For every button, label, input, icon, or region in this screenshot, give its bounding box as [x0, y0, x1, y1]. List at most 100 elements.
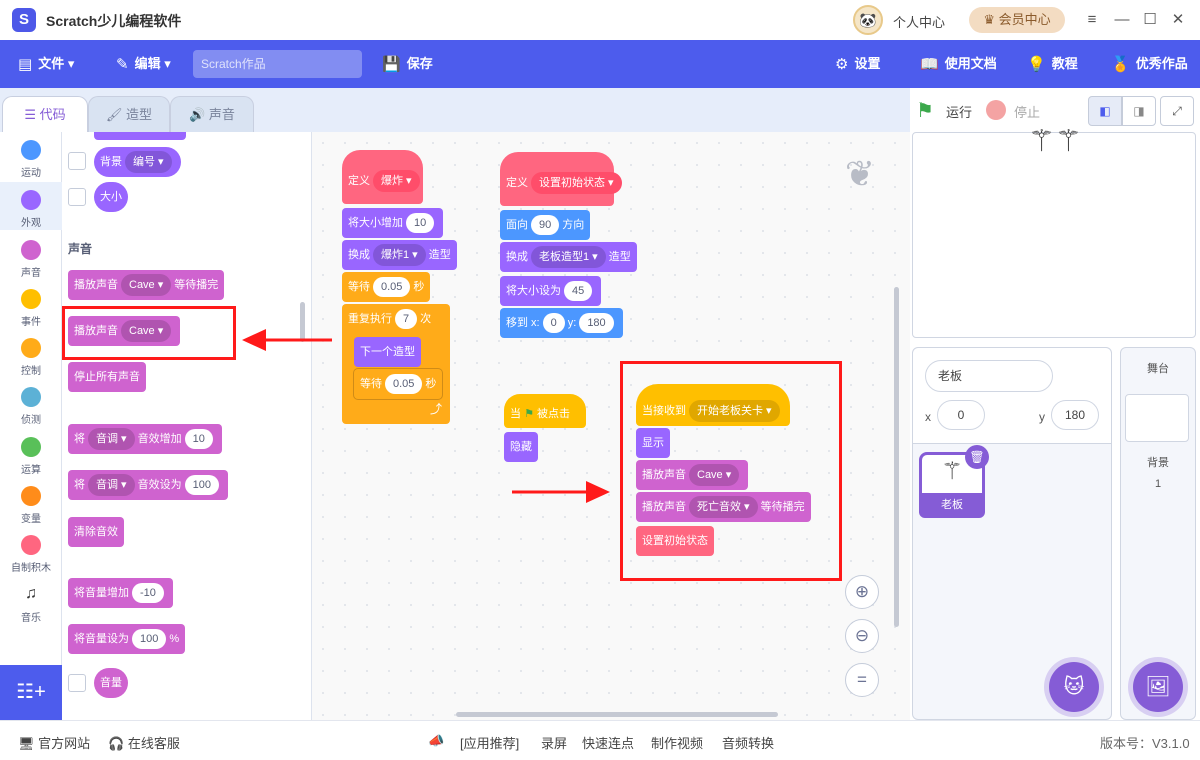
tab-costumes[interactable]: 🖌 造型: [88, 96, 170, 132]
palette-stop-all-sounds[interactable]: 停止所有声音: [68, 362, 146, 392]
volume-checkbox[interactable]: [68, 674, 86, 692]
delete-sprite-icon[interactable]: 🗑: [965, 445, 989, 469]
category-operators[interactable]: 运算: [0, 429, 62, 477]
rec-audio-convert[interactable]: 音频转换: [722, 736, 775, 751]
x-input[interactable]: 0: [542, 313, 565, 334]
vip-center-button[interactable]: ♛ 会员中心: [969, 7, 1065, 33]
stage-thumbnail[interactable]: [1125, 394, 1189, 442]
workspace-vertical-scrollbar[interactable]: [894, 287, 899, 627]
maximize-icon[interactable]: ☐: [1143, 11, 1157, 28]
sprite-x-input[interactable]: 0: [937, 400, 985, 430]
palette-clear-effects[interactable]: 清除音效: [68, 517, 124, 547]
call-init-block[interactable]: 设置初始状态: [636, 526, 714, 556]
size-checkbox[interactable]: [68, 188, 86, 206]
y-input[interactable]: 180: [579, 313, 614, 334]
stop-icon[interactable]: [986, 100, 1006, 120]
size-value-input[interactable]: 10: [406, 213, 435, 234]
costume-dropdown[interactable]: 老板造型1: [531, 246, 606, 269]
effect-dropdown[interactable]: 音调: [88, 474, 135, 497]
size-value-input[interactable]: 45: [564, 281, 593, 302]
user-center-link[interactable]: 个人中心: [893, 15, 946, 30]
rec-auto-clicker[interactable]: 快速连点: [582, 736, 635, 751]
message-dropdown[interactable]: 开始老板关卡: [689, 400, 780, 423]
category-music[interactable]: ♫音乐: [21, 585, 41, 624]
effect-value-input[interactable]: 10: [184, 429, 213, 450]
file-menu[interactable]: ▤文件 ▾: [18, 40, 74, 88]
volume-value-input[interactable]: -10: [132, 583, 164, 604]
large-stage-button[interactable]: ◨: [1122, 96, 1156, 126]
edit-menu[interactable]: ✎编辑 ▾: [116, 40, 171, 88]
stage-canvas[interactable]: ⚚⚚: [912, 127, 1196, 338]
direction-input[interactable]: 90: [531, 215, 560, 236]
next-costume-block[interactable]: 下一个造型: [354, 337, 421, 367]
close-icon[interactable]: ✕: [1171, 11, 1185, 28]
wait-value-input[interactable]: 0.05: [373, 277, 411, 298]
palette-backdrop-reporter[interactable]: 背景编号: [94, 147, 181, 177]
sound-dropdown[interactable]: Cave: [121, 320, 172, 343]
effect-dropdown[interactable]: 音调: [88, 428, 135, 451]
palette-size-reporter[interactable]: 大小: [94, 182, 128, 212]
category-events[interactable]: 事件: [0, 281, 62, 329]
repeat-count-input[interactable]: 7: [395, 309, 418, 330]
play-sound-until-done-block[interactable]: 播放声音死亡音效等待播完: [636, 492, 811, 522]
fullscreen-button[interactable]: ⤢: [1160, 96, 1194, 126]
sprite-y-input[interactable]: 180: [1051, 400, 1099, 430]
show-block[interactable]: 显示: [636, 428, 670, 458]
zoom-in-button[interactable]: ⊕: [845, 575, 879, 609]
palette-volume-reporter[interactable]: 音量: [94, 668, 128, 698]
minimize-icon[interactable]: —: [1114, 11, 1130, 28]
backdrop-checkbox[interactable]: [68, 152, 86, 170]
backdrop-dropdown[interactable]: 编号: [125, 151, 172, 174]
docs-button[interactable]: 📖使用文档: [920, 40, 997, 88]
zoom-reset-button[interactable]: =: [845, 663, 879, 697]
define-explode-block[interactable]: 定义爆炸: [342, 150, 423, 204]
support-link[interactable]: 🎧 在线客服: [108, 736, 180, 751]
effect-value-input[interactable]: 100: [184, 475, 219, 496]
tutorial-button[interactable]: 💡教程: [1027, 40, 1078, 88]
green-flag-icon[interactable]: ⚑: [916, 100, 934, 122]
menu-icon[interactable]: ≡: [1087, 11, 1097, 28]
palette-change-effect[interactable]: 将音调音效增加10: [68, 424, 222, 454]
rec-screen-record[interactable]: 录屏: [541, 736, 568, 751]
category-my-blocks[interactable]: 自制积木: [0, 527, 62, 575]
add-sprite-button[interactable]: 🐱: [1049, 662, 1099, 712]
add-backdrop-button[interactable]: 🖼: [1133, 662, 1183, 712]
stop-label[interactable]: 停止: [1014, 105, 1041, 120]
showcase-button[interactable]: 🏅优秀作品: [1111, 40, 1188, 88]
switch-costume-block[interactable]: 换成老板造型1造型: [500, 242, 637, 272]
small-stage-button[interactable]: ◧: [1088, 96, 1122, 126]
category-motion[interactable]: 运动: [0, 132, 62, 180]
tab-code[interactable]: ☰ 代码: [2, 96, 88, 133]
category-control[interactable]: 控制: [0, 330, 62, 378]
add-extension-button[interactable]: ☷+: [0, 665, 62, 720]
category-looks[interactable]: 外观: [0, 182, 62, 230]
tab-sounds[interactable]: 🔊 声音: [170, 96, 254, 132]
palette-set-effect[interactable]: 将音调音效设为100: [68, 470, 228, 500]
category-sensing[interactable]: 侦测: [0, 379, 62, 427]
costume-dropdown[interactable]: 爆炸1: [373, 244, 426, 267]
when-receive-block[interactable]: 当接收到开始老板关卡: [636, 384, 790, 426]
define-init-block[interactable]: 定义设置初始状态: [500, 152, 622, 206]
palette-block-partial[interactable]: [94, 132, 186, 140]
category-variables[interactable]: 变量: [0, 478, 62, 526]
run-label[interactable]: 运行: [946, 105, 973, 120]
sound-dropdown[interactable]: Cave: [121, 274, 172, 297]
category-sound[interactable]: 声音: [0, 232, 62, 280]
hide-block[interactable]: 隐藏: [504, 432, 538, 462]
zoom-out-button[interactable]: ⊖: [845, 619, 879, 653]
palette-scrollbar[interactable]: [300, 302, 305, 342]
switch-costume-block[interactable]: 换成爆炸1造型: [342, 240, 457, 270]
rec-make-video[interactable]: 制作视频: [651, 736, 704, 751]
wait-value-input[interactable]: 0.05: [385, 374, 423, 395]
when-flag-clicked-block[interactable]: 当 ⚑ 被点击: [504, 394, 586, 428]
palette-play-until-done[interactable]: 播放声音Cave等待播完: [68, 270, 225, 300]
